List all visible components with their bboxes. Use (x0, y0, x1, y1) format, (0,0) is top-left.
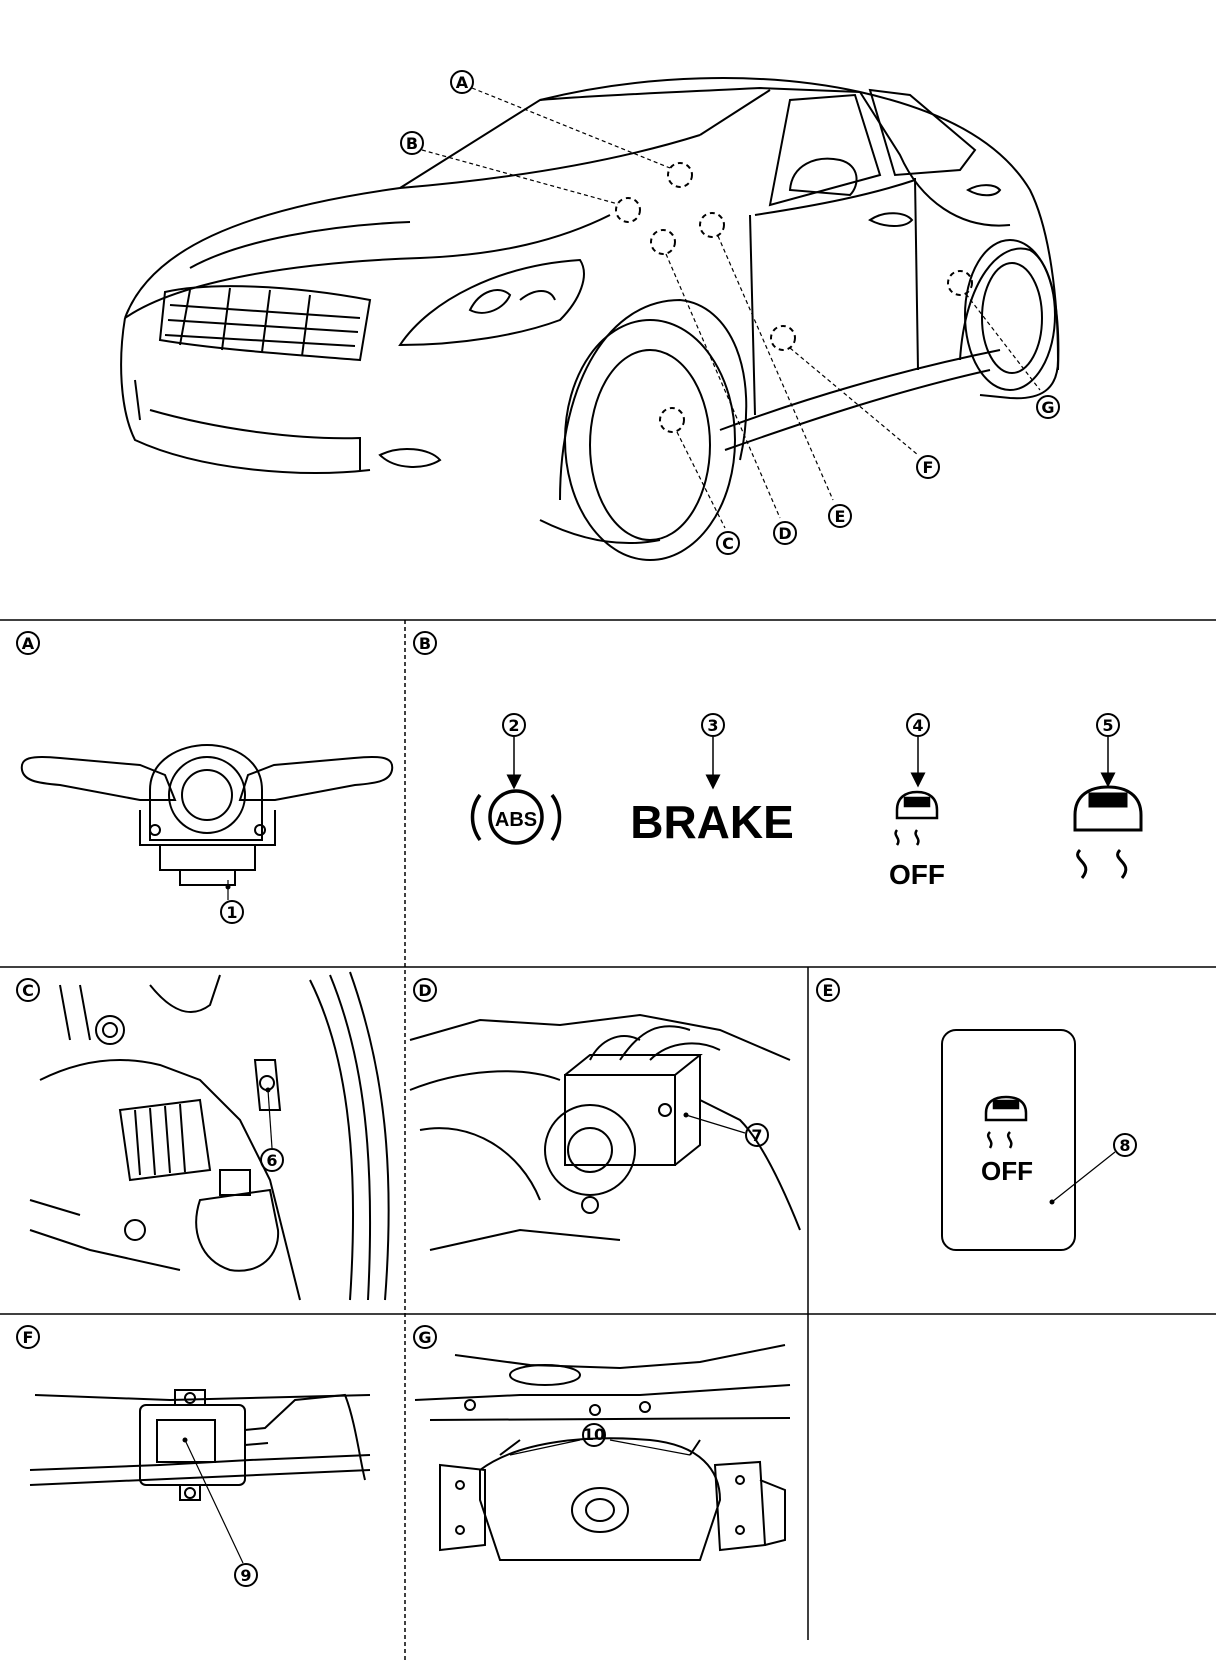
vdc-off-switch-text: OFF (981, 1156, 1033, 1186)
leader-lines (421, 87, 1041, 529)
abs-actuator-illustration (409, 1013, 801, 1251)
panel-c: C 6 (16, 971, 390, 1301)
callout-g: G (1036, 395, 1060, 419)
panel-b-callout-3: 3 (707, 716, 718, 735)
vdc-off-indicator-icon (894, 790, 939, 846)
panel-e-callout: 8 (1119, 1136, 1130, 1155)
location-marker-e (699, 212, 725, 238)
callout-e: E (828, 504, 852, 528)
location-marker-a (667, 162, 693, 188)
slip-indicator-lamp-icon (1073, 785, 1143, 879)
vdc-off-switch-icon (984, 1095, 1028, 1149)
panel-g: G 10 (413, 1325, 791, 1561)
panel-g-callout: 10 (583, 1425, 605, 1444)
panel-d: D 7 (409, 978, 801, 1251)
callout-b: B (400, 131, 424, 155)
overview-callouts: A B C D E F G (400, 70, 1060, 555)
location-marker-b (615, 197, 641, 223)
location-marker-d (650, 229, 676, 255)
front-wheel-sensor-illustration (29, 971, 390, 1301)
abs-lamp-text: ABS (495, 809, 537, 831)
panel-d-letter: D (418, 981, 431, 1000)
callout-g-text: G (1041, 398, 1054, 417)
panel-b-callout-4: 4 (912, 716, 923, 735)
panel-g-letter: G (418, 1328, 431, 1347)
panel-c-callout: 6 (266, 1151, 277, 1170)
location-marker-c (659, 407, 685, 433)
rear-wheel-sensor-illustration (414, 1344, 791, 1561)
car-illustration (120, 77, 1060, 561)
panel-b: B 2 ABS 3 BRAKE 4 OFF 5 (413, 631, 1143, 890)
callout-e-text: E (835, 507, 846, 526)
location-markers (615, 162, 973, 433)
panel-d-callout: 7 (751, 1126, 762, 1145)
callout-d: D (773, 521, 797, 545)
callout-c: C (716, 531, 740, 555)
panel-a-letter: A (22, 634, 35, 653)
panel-e-letter: E (823, 981, 834, 1000)
callout-f-text: F (923, 458, 934, 477)
callout-a: A (450, 70, 474, 94)
callout-a-text: A (456, 73, 469, 92)
panel-c-letter: C (22, 981, 34, 1000)
vdc-off-switch-outline (941, 1029, 1076, 1251)
brake-warning-lamp-text: BRAKE (630, 796, 794, 848)
yaw-rate-sensor-illustration (29, 1389, 371, 1501)
callout-c-text: C (722, 534, 734, 553)
panel-b-callout-5: 5 (1102, 716, 1113, 735)
panel-f-letter: F (23, 1328, 34, 1347)
callout-b-text: B (406, 134, 418, 153)
vdc-off-lamp-text: OFF (889, 859, 945, 890)
panel-f: F 9 (16, 1325, 371, 1587)
panel-b-callout-2: 2 (508, 716, 519, 735)
panel-b-letter: B (419, 634, 431, 653)
panel-grid (0, 619, 1216, 1660)
panel-a-callout: 1 (226, 903, 237, 922)
abs-warning-lamp-icon (470, 789, 562, 845)
panel-f-callout: 9 (240, 1566, 251, 1585)
combination-switch-illustration (20, 743, 394, 886)
callout-f: F (916, 455, 940, 479)
location-marker-g (947, 270, 973, 296)
location-marker-f (770, 325, 796, 351)
callout-d-text: D (778, 524, 791, 543)
panel-e: E OFF 8 (816, 978, 1137, 1251)
panel-a: A 1 (16, 631, 394, 924)
